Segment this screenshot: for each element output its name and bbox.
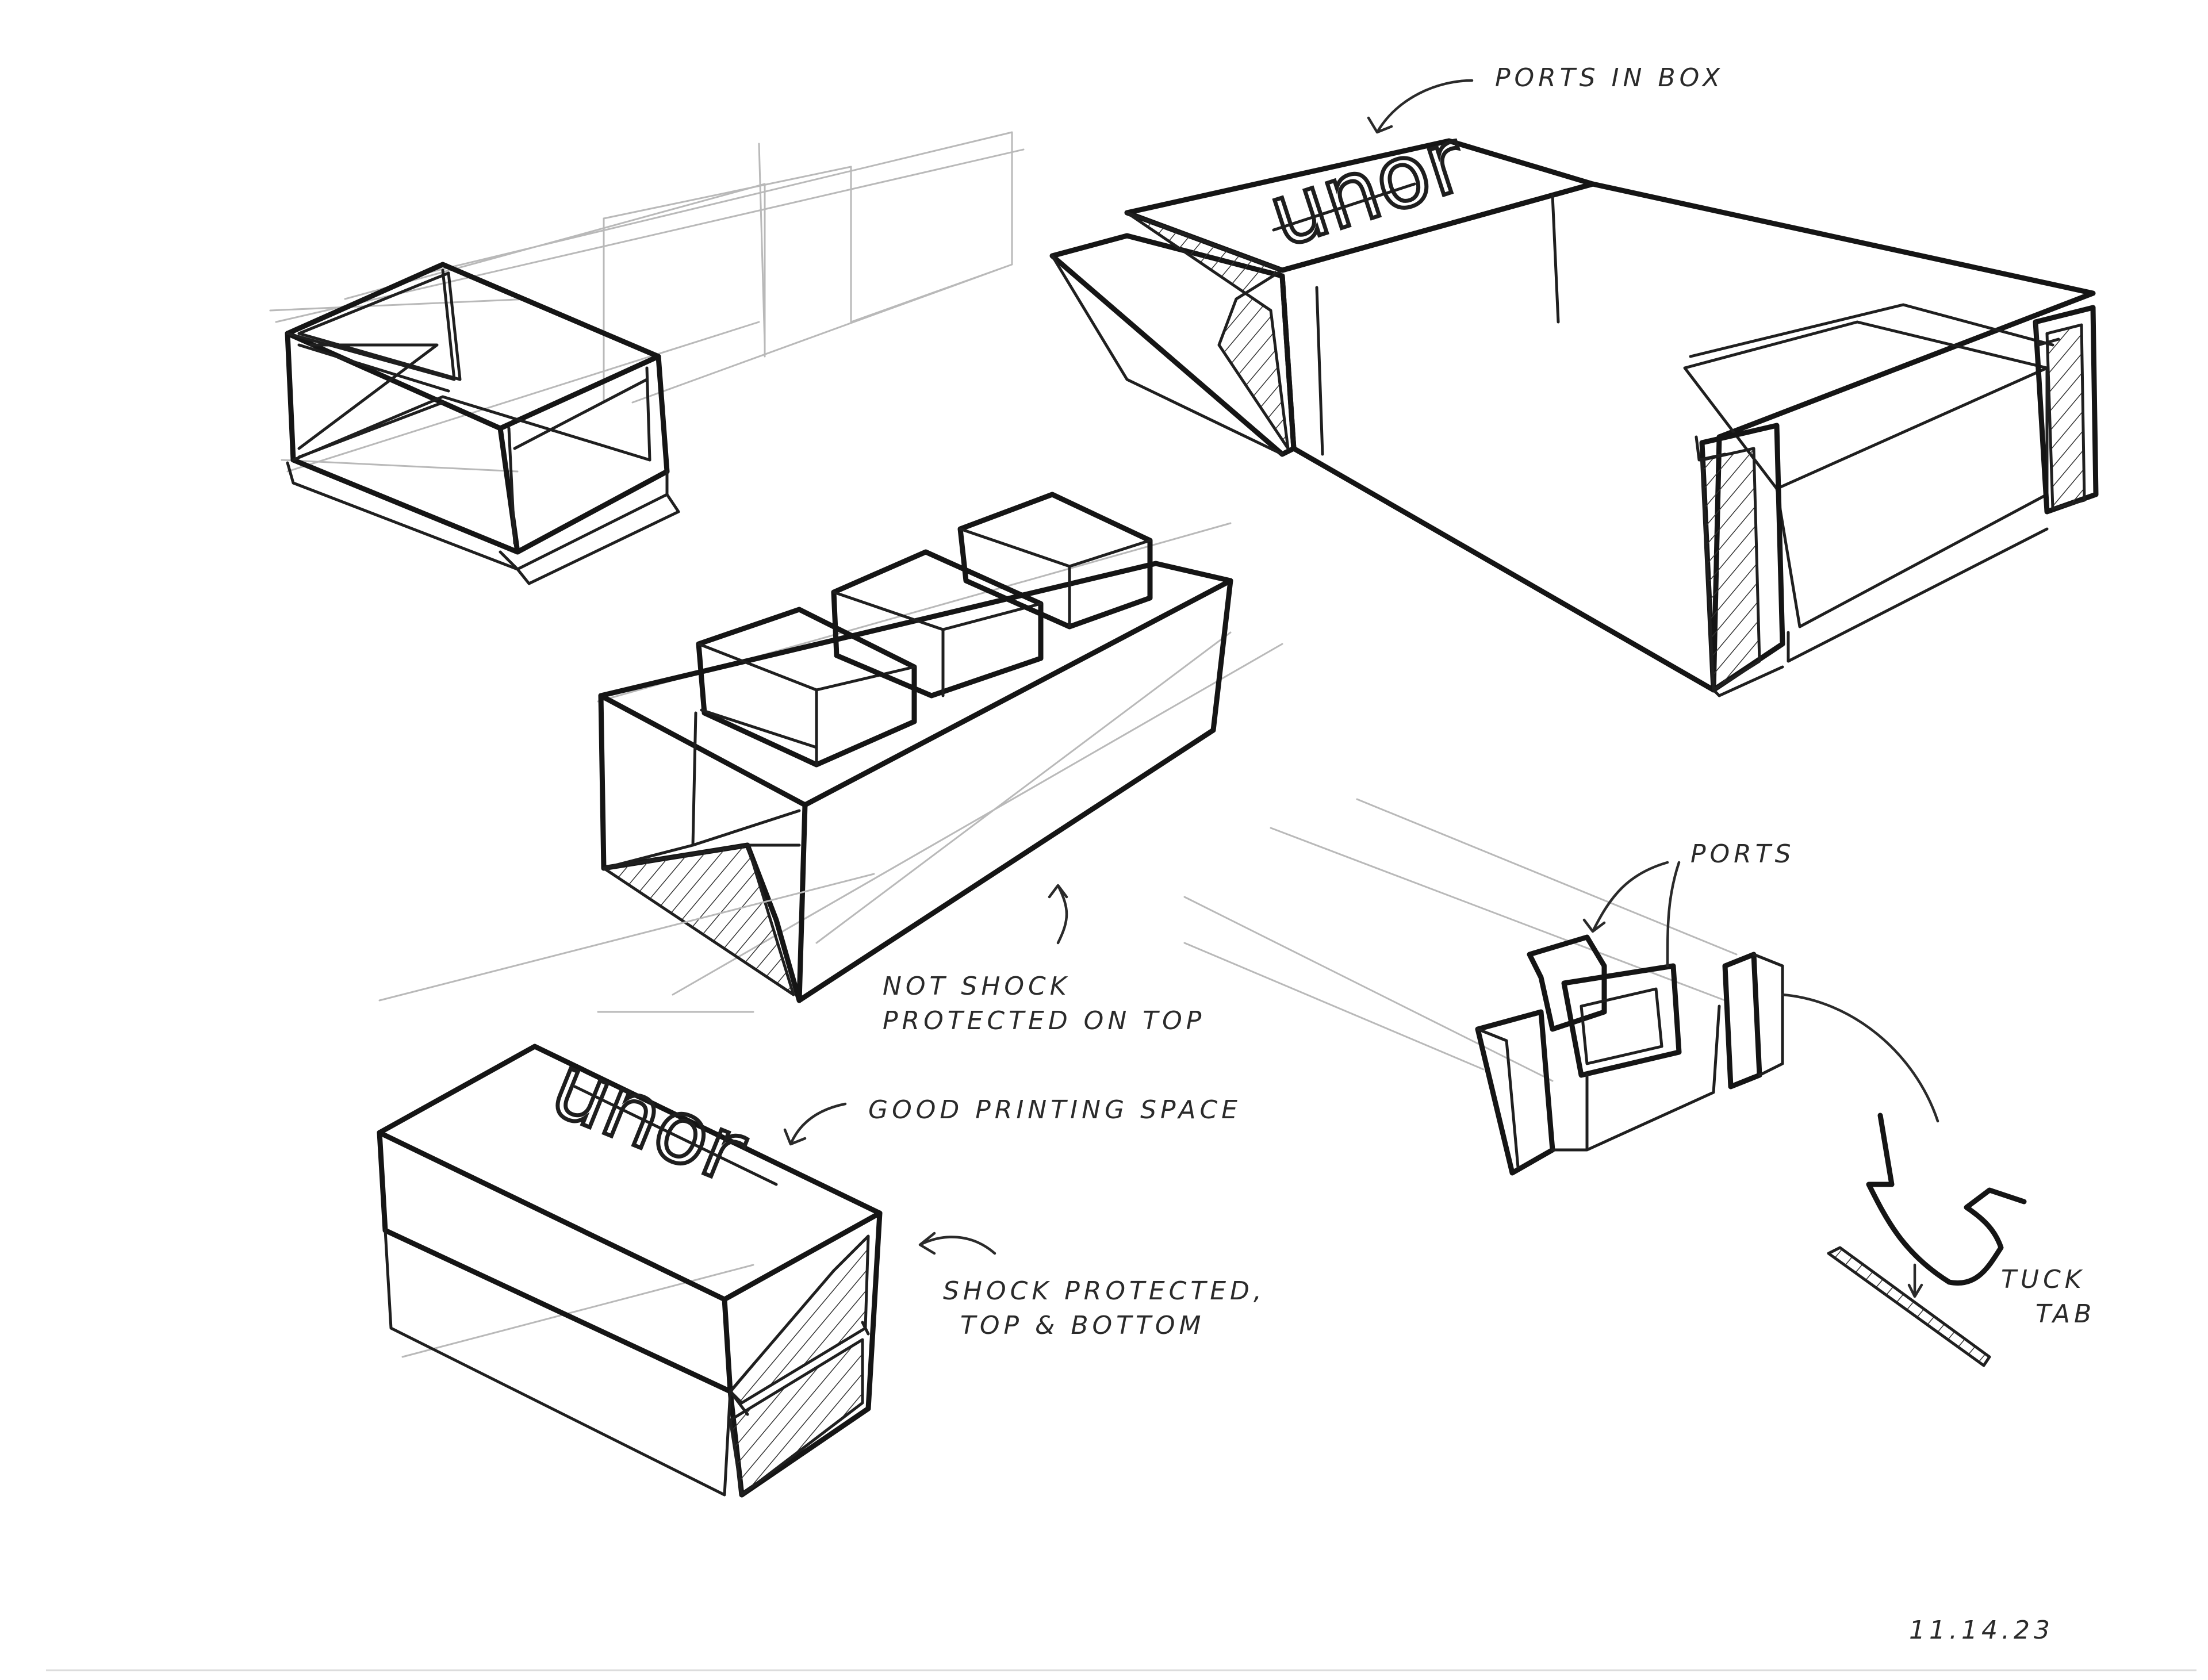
brand-wordmark: unor xyxy=(1258,110,1477,267)
brand-wordmark-print: unor xyxy=(539,1036,760,1203)
ports-in-box-sketch xyxy=(1049,79,2099,697)
label-tab: TAB xyxy=(2035,1299,2095,1329)
label-tuck: TUCK xyxy=(2001,1265,2086,1294)
label-shock-1: SHOCK PROTECTED, xyxy=(943,1276,1266,1306)
label-shock-2: TOP & BOTTOM xyxy=(960,1311,1205,1340)
label-ports-in-box: PORTS IN BOX xyxy=(1495,63,1724,93)
label-ports: PORTS xyxy=(1690,839,1795,869)
label-not-shock-1: NOT SHOCK xyxy=(883,972,1071,1001)
label-good-printing: GOOD PRINTING SPACE xyxy=(868,1095,1241,1125)
sleeve-box-sketch xyxy=(377,873,996,1498)
sketch-date: 11.14.23 xyxy=(1909,1616,2054,1645)
ports-detail-sketch xyxy=(1183,798,2027,1367)
open-box-sketch xyxy=(269,131,1025,585)
three-compartment-tray-sketch xyxy=(597,492,1283,1003)
label-not-shock-2: PROTECTED ON TOP xyxy=(883,1006,1205,1035)
